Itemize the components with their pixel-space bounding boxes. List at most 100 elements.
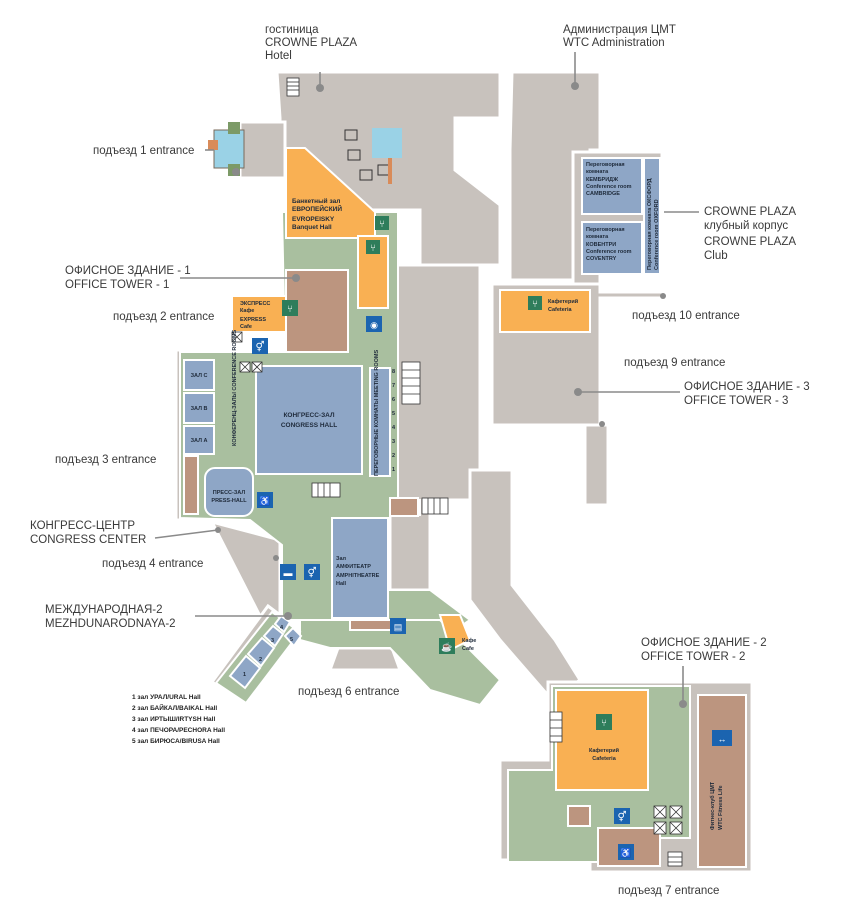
restroom-icon: ⚥ (252, 338, 268, 354)
atm-icon: ▤ (390, 618, 406, 634)
restaurant-icon: ⑂ (375, 216, 389, 230)
svg-text:1: 1 (243, 672, 246, 678)
restaurant-icon: ⑂ (282, 300, 298, 316)
stairs-bridge (421, 497, 449, 515)
amphitheatre-hall (331, 517, 389, 619)
accessibility-icon: ♿ (257, 492, 273, 508)
small-hall-2 (246, 636, 276, 668)
smoking-icon: ▬ (280, 564, 296, 580)
room-cambridge (581, 157, 643, 215)
brown-strip-left (183, 455, 199, 515)
svg-text:7: 7 (392, 383, 395, 389)
restaurant-icon: ⑂ (366, 240, 380, 254)
press-hall (204, 467, 254, 517)
legend-item: 4 зал ПЕЧОРА/PECHORA Hall (132, 727, 225, 734)
svg-text:⚥: ⚥ (255, 340, 264, 353)
leader-lines (154, 52, 699, 708)
small-hall-numbers: 1 2 3 4 5 (243, 625, 293, 678)
legend-item: 5 зал БИРЮСА/BIRUSA Hall (132, 738, 220, 745)
room-oxford (643, 157, 661, 275)
meeting-rooms-label: ПЕРЕГОВОРНЫЕ КОМНАТЫ MEETING ROOMS (374, 350, 380, 476)
stairs-tower-2 (549, 711, 563, 743)
svg-text:◉: ◉ (370, 320, 378, 330)
svg-text:⑂: ⑂ (532, 299, 538, 310)
cafeteria-10 (499, 289, 591, 333)
entrance-7-label: подъезд 7 entrance (618, 885, 719, 897)
svg-text:♿: ♿ (620, 847, 631, 858)
fitness-club (697, 694, 747, 868)
svg-text:♿: ♿ (259, 495, 270, 506)
stairs-entrance-7 (667, 851, 683, 867)
svg-text:⚥: ⚥ (307, 566, 316, 579)
svg-text:⚥: ⚥ (617, 810, 626, 823)
oxford-label: Переговорная комната ОКСФОРДConference r… (647, 178, 660, 270)
halls (183, 157, 661, 690)
entrance-9-label: подъезд 9 entrance (624, 357, 725, 369)
accessibility-icon: ♿ (618, 844, 634, 860)
entrance-3-label: подъезд 3 entrance (55, 454, 156, 466)
meeting-rooms-block (369, 367, 391, 477)
svg-text:⑂: ⑂ (287, 304, 293, 315)
hotel-lobby-icon (344, 128, 402, 184)
hall-c (183, 359, 215, 391)
svg-text:3: 3 (271, 638, 274, 644)
svg-text:⑂: ⑂ (370, 243, 376, 254)
restroom-icon: ⚥ (614, 808, 630, 824)
tower-2-small (567, 805, 591, 827)
small-hall-5 (283, 626, 303, 648)
brown-small-1 (389, 497, 419, 517)
svg-text:4: 4 (280, 625, 284, 631)
svg-text:☕: ☕ (441, 641, 452, 652)
stairs (231, 77, 683, 867)
hall-a-label: ЗАЛ А (191, 438, 208, 444)
svg-text:5: 5 (392, 411, 395, 417)
entrance-6-label: подъезд 6 entrance (298, 686, 399, 698)
svg-text:1: 1 (392, 467, 395, 473)
hotel-pool-icon (208, 122, 245, 176)
svg-text:▤: ▤ (394, 622, 403, 632)
entrance-4-label: подъезд 4 entrance (102, 558, 203, 570)
stairs-hotel (286, 77, 300, 97)
entrance-1-label: подъезд 1 entrance (93, 145, 194, 157)
small-hall-3 (262, 624, 285, 648)
entrance-10-label: подъезд 10 entrance (632, 310, 740, 322)
cafeteria-tower-2 (555, 689, 649, 791)
elevators-tower-2 (653, 805, 683, 835)
svg-text:4: 4 (392, 425, 396, 431)
svg-text:▬: ▬ (284, 568, 293, 578)
stairs-central (401, 361, 421, 405)
svg-text:↔: ↔ (718, 734, 727, 744)
hall-a (183, 425, 215, 455)
elevator-icon: ↔ (712, 730, 732, 746)
svg-text:6: 6 (392, 397, 395, 403)
restaurant-icon: ⑂ (528, 296, 542, 310)
stairs-congress (311, 482, 341, 498)
conference-rooms-label: КОНФЕРЕНЦ-ЗАЛЫ CONFERENCE ROOMS (232, 329, 238, 446)
svg-text:2: 2 (259, 657, 262, 663)
brown-small-2 (349, 619, 393, 631)
hall-b-label: ЗАЛ В (191, 406, 208, 412)
entrance-6-canopy (327, 646, 403, 672)
small-hall-4 (273, 614, 292, 634)
legend-item: 2 зал БАЙКАЛ/BAIKAL Hall (132, 703, 217, 712)
legend-item: 1 зал УРАЛ/URAL Hall (132, 694, 201, 701)
legend-item: 3 зал ИРТЫШ/IRTYSH Hall (132, 716, 215, 723)
